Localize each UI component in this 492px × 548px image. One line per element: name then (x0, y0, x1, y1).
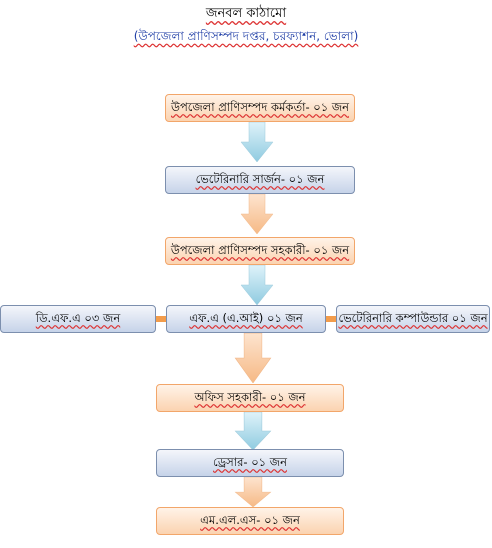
arrow-down-4 (234, 333, 272, 383)
box-upazila-officer: উপজেলা প্রাণিসম্পদ কর্মকর্তা- ০১ জন (165, 94, 355, 122)
arrow-down-3 (240, 265, 274, 305)
box-dresser: ড্রেসার- ০১ জন (156, 449, 344, 477)
box-upazila-officer-label: উপজেলা প্রাণিসম্পদ কর্মকর্তা- ০১ জন (170, 99, 349, 114)
connector-right (325, 316, 337, 322)
box-dfa: ডি.এফ.এ ০৩ জন (0, 305, 156, 333)
box-office-assistant: অফিস সহকারী- ০১ জন (156, 384, 344, 412)
box-fa-ai: এফ.এ (এ.আই) ০১ জন (166, 305, 326, 333)
connector-left (155, 316, 167, 322)
chart-title: জনবল কাঠামো (205, 6, 287, 21)
box-upazila-assistant: উপজেলা প্রাণিসম্পদ সহকারী- ০১ জন (165, 237, 355, 265)
box-dfa-label: ডি.এফ.এ ০৩ জন (35, 310, 121, 325)
box-veterinary-surgeon: ভেটেরিনারি সার্জন- ০১ জন (165, 166, 355, 194)
box-veterinary-compounder: ভেটেরিনারি কম্পাউন্ডার ০১ জন (336, 305, 490, 333)
box-office-assistant-label: অফিস সহকারী- ০১ জন (194, 389, 306, 404)
arrow-down-2 (240, 194, 274, 234)
box-mlss-label: এম.এল.এস- ০১ জন (200, 512, 300, 527)
arrow-down-5 (234, 412, 272, 450)
box-fa-ai-label: এফ.এ (এ.আই) ০১ জন (189, 310, 303, 325)
chart-subtitle: (উপজেলা প্রাণিসম্পদ দপ্তর, চরফ্যাশন, ভোল… (133, 29, 359, 43)
box-upazila-assistant-label: উপজেলা প্রাণিসম্পদ সহকারী- ০১ জন (170, 242, 350, 257)
box-veterinary-surgeon-label: ভেটেরিনারি সার্জন- ০১ জন (195, 171, 325, 186)
box-dresser-label: ড্রেসার- ০১ জন (213, 454, 287, 469)
box-mlss: এম.এল.এস- ০১ জন (156, 507, 344, 535)
arrow-down-6 (234, 477, 272, 507)
box-veterinary-compounder-label: ভেটেরিনারি কম্পাউন্ডার ০১ জন (338, 310, 488, 325)
arrow-down-1 (240, 122, 274, 162)
